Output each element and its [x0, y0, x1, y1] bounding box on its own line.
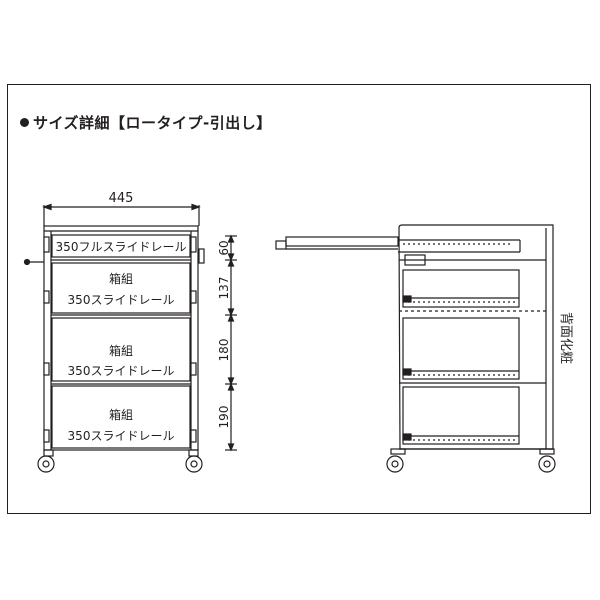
height-dimension-60: 60 — [217, 240, 231, 255]
drawer-1-rail-label: 350フルスライドレール — [56, 240, 187, 254]
side-drawer-3 — [402, 317, 520, 380]
height-dimension-137: 137 — [217, 277, 231, 300]
width-dimension-label: 445 — [109, 191, 134, 206]
heading-text: サイズ詳細【ロータイプ-引出し】 — [33, 114, 272, 132]
diagram-frame — [7, 84, 591, 514]
drawer-4-top-label: 箱組 — [109, 407, 133, 422]
bullet-icon — [20, 118, 29, 127]
drawer-front-4 — [51, 385, 191, 449]
side-drawer-2 — [402, 269, 520, 308]
pulled-drawer — [285, 236, 399, 247]
drawer-4-rail-label: 350スライドレール — [68, 429, 175, 443]
height-dimension-190: 190 — [217, 406, 231, 429]
back-finish-note: 背面化粧 — [558, 312, 573, 364]
side-drawer-4 — [402, 386, 520, 445]
height-dimension-180: 180 — [217, 339, 231, 362]
drawer-front-3 — [51, 317, 191, 382]
drawer-front-2 — [51, 262, 191, 314]
side-caster-right — [538, 455, 556, 473]
drawer-2-rail-label: 350スライドレール — [68, 293, 175, 307]
caster-right — [185, 455, 203, 473]
caster-left — [37, 455, 55, 473]
drawer-3-top-label: 箱組 — [109, 343, 133, 358]
side-view — [275, 224, 556, 473]
section-heading: サイズ詳細【ロータイプ-引出し】 — [20, 112, 272, 133]
side-caster-left — [386, 455, 404, 473]
drawer-3-rail-label: 350スライドレール — [68, 364, 175, 378]
front-view — [23, 203, 237, 473]
drawer-front-1 — [51, 234, 191, 258]
drawer-2-top-label: 箱組 — [109, 271, 133, 286]
